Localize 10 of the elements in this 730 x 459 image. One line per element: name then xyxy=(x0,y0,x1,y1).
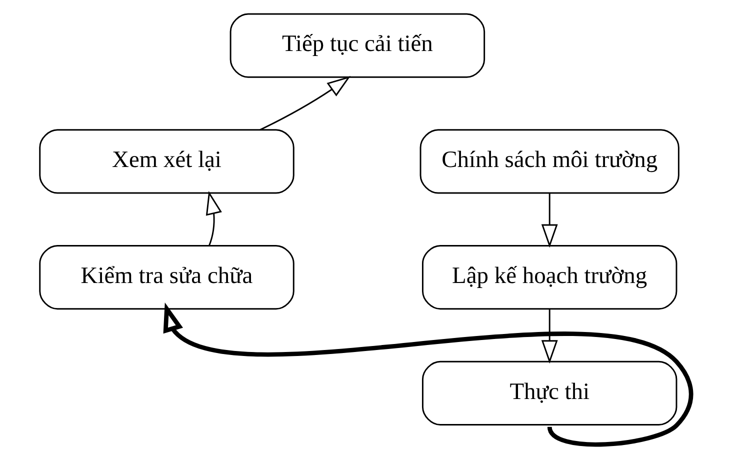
node-box: Xem xét lại xyxy=(38,129,294,194)
node-box: Thực thi xyxy=(421,360,677,426)
arrow xyxy=(205,191,222,246)
node-box: Chính sách môi trường xyxy=(419,129,679,194)
arrow xyxy=(259,76,350,130)
node-box: Lập kế hoạch trường xyxy=(421,245,677,310)
arrow xyxy=(540,309,558,364)
node-box: Kiểm tra sửa chữa xyxy=(38,245,294,310)
node-box: Tiếp tục cải tiến xyxy=(229,13,485,78)
arrow xyxy=(540,193,558,248)
